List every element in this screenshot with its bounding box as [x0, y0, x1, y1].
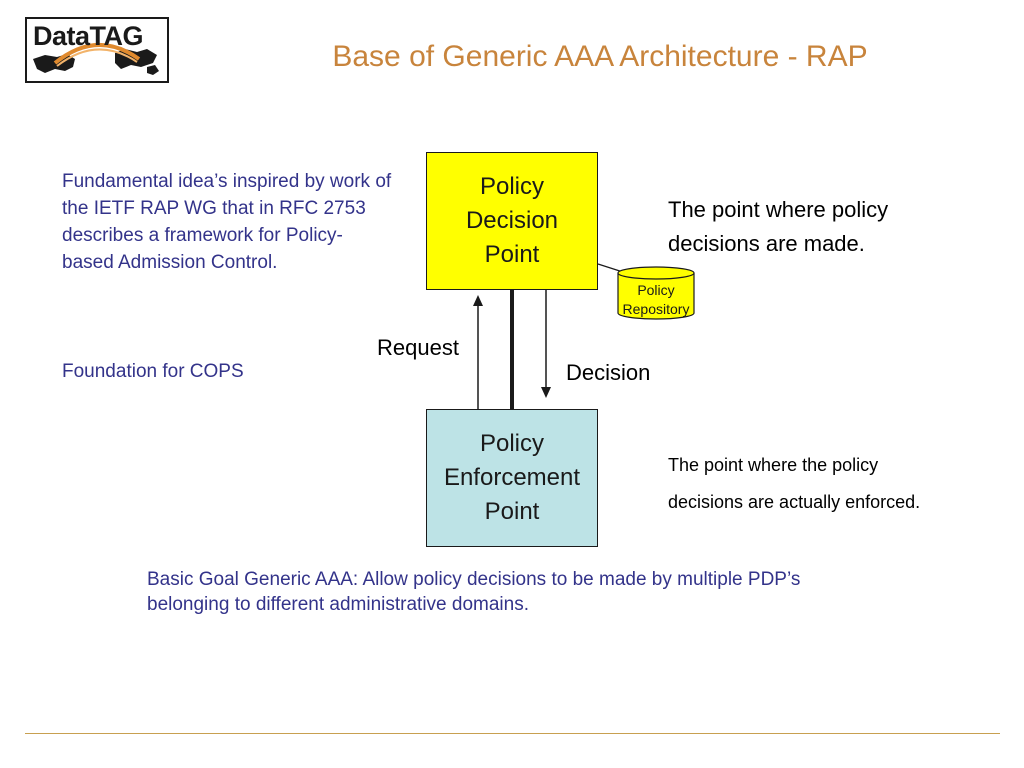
- pdp-description-line2: decisions are made.: [668, 231, 865, 256]
- logo-text: DataTAG: [33, 21, 144, 51]
- pdp-description-line1: The point where policy: [668, 197, 889, 222]
- pdp-label-line2: Decision: [465, 207, 559, 234]
- policy-decision-point-box: Policy Decision Point: [426, 152, 598, 290]
- pep-label-line1: Policy: [479, 430, 545, 457]
- datatag-logo: DataTAG: [25, 17, 169, 83]
- decision-arrowhead: [541, 387, 551, 398]
- request-label: Request: [377, 335, 459, 360]
- rap-description: Fundamental idea’s inspired by work of t…: [62, 171, 392, 273]
- pep-description-line1: The point where the policy: [668, 455, 879, 475]
- pep-label-line2: Enforcement: [443, 464, 581, 491]
- footer-divider: [25, 733, 1000, 734]
- decision-label: Decision: [566, 360, 651, 385]
- pep-description: The point where the policy decisions are…: [668, 447, 1008, 521]
- pdp-label-line1: Policy: [479, 173, 545, 200]
- policy-enforcement-point-box: Policy Enforcement Point: [426, 409, 598, 547]
- repository-label-line1: Policy: [637, 282, 675, 298]
- pep-description-line2: decisions are actually enforced.: [668, 492, 921, 512]
- pdp-label-line3: Point: [484, 241, 540, 268]
- basic-goal-text: Basic Goal Generic AAA: Allow policy dec…: [147, 569, 801, 615]
- world-map-icon: [33, 43, 159, 75]
- cops-note: Foundation for COPS: [62, 361, 244, 382]
- policy-repository-label: Policy Repository: [612, 281, 700, 319]
- policy-repository-cylinder: [617, 266, 695, 320]
- request-arrowhead: [473, 295, 483, 306]
- repository-label-line2: Repository: [622, 301, 690, 317]
- slide-title: Base of Generic AAA Architecture - RAP: [332, 40, 868, 73]
- pep-label-line3: Point: [484, 498, 540, 525]
- pdp-description: The point where policy decisions are mad…: [668, 193, 1008, 261]
